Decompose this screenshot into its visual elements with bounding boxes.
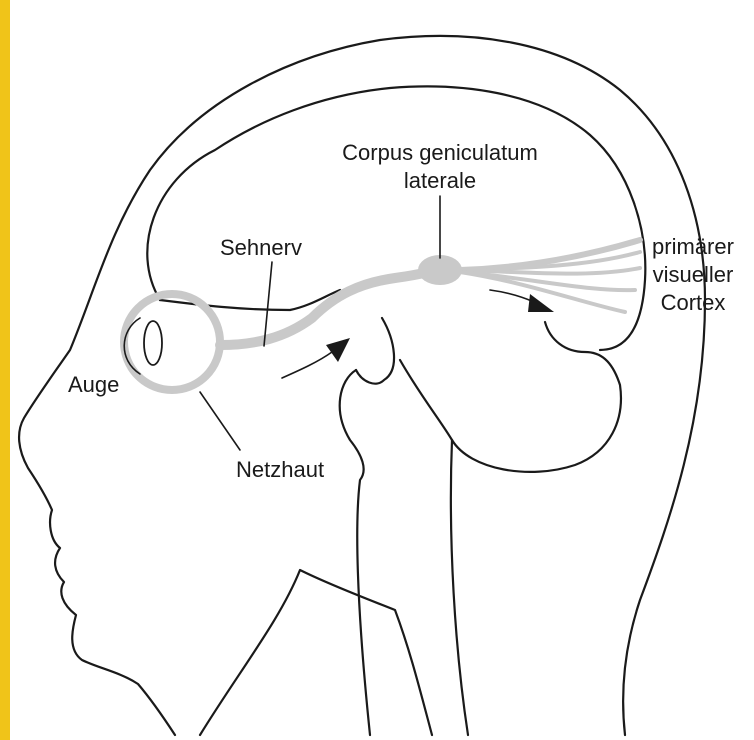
accent-bar — [0, 0, 10, 740]
label-sehnerv: Sehnerv — [220, 235, 302, 260]
label-cortex-line2: visueller — [653, 262, 734, 287]
arrow-right-icon — [490, 290, 554, 312]
label-corpus-line1: Corpus geniculatum — [342, 140, 538, 165]
brain-outline — [147, 86, 645, 350]
eye-lens — [144, 321, 162, 365]
label-auge: Auge — [68, 372, 119, 397]
label-netzhaut: Netzhaut — [236, 457, 324, 482]
label-cortex-line1: primärer — [652, 234, 734, 259]
eye-ball — [124, 294, 220, 390]
label-corpus-line2: laterale — [404, 168, 476, 193]
brainstem — [340, 370, 370, 735]
lateral-geniculate-body — [418, 255, 462, 285]
temporal-lobe — [356, 318, 394, 384]
optic-radiation — [460, 240, 640, 312]
arrow-right-icon — [282, 338, 350, 378]
brainstem-right — [400, 360, 468, 735]
leader-netzhaut — [200, 392, 240, 450]
cerebellum — [452, 322, 621, 472]
label-cortex-line3: Cortex — [661, 290, 726, 315]
